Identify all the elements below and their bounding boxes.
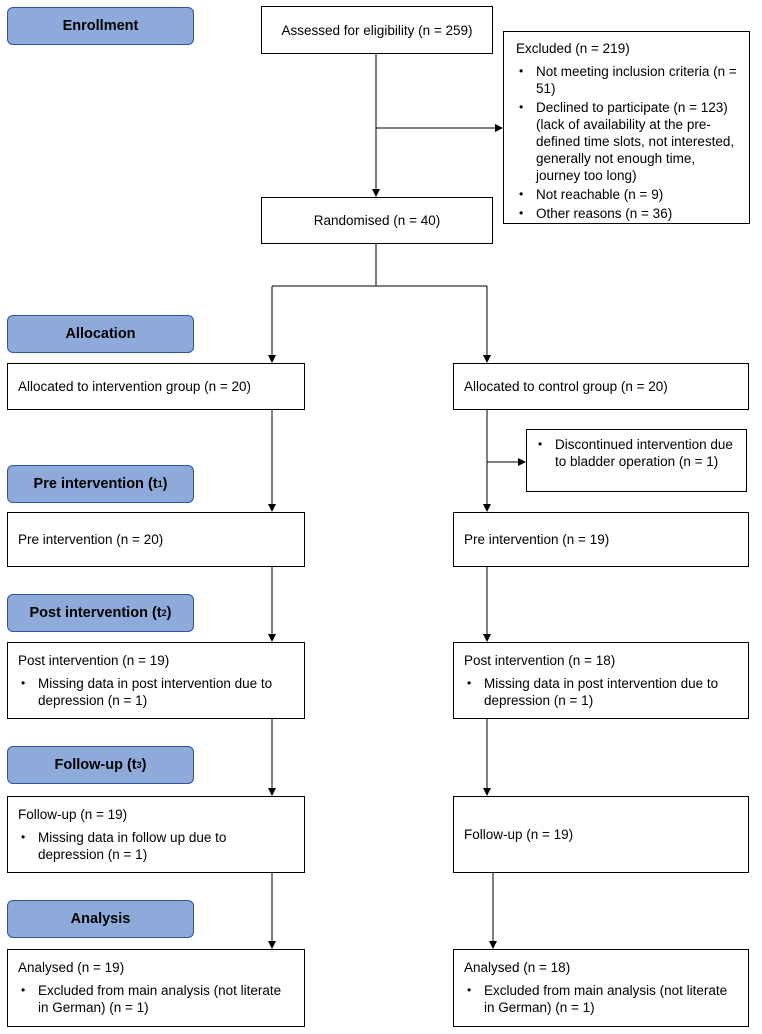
control-analysed-notes: Excluded from main analysis (not literat…	[464, 982, 738, 1016]
control-analysed-box: Analysed (n = 18) Excluded from main ana…	[453, 949, 749, 1027]
control-discontinued-item: Discontinued intervention due to bladder…	[535, 436, 738, 470]
excluded-item: Not reachable (n = 9)	[516, 186, 739, 203]
control-analysed-title: Analysed (n = 18)	[464, 960, 571, 975]
stage-pre-close: )	[162, 476, 168, 492]
intervention-pre-box: Pre intervention (n = 20)	[7, 512, 305, 567]
intervention-post-notes: Missing data in post intervention due to…	[18, 675, 294, 709]
intervention-post-box: Post intervention (n = 19) Missing data …	[7, 642, 305, 719]
control-analysed-note: Excluded from main analysis (not literat…	[464, 982, 738, 1016]
stage-pre-text: Pre intervention (t	[33, 476, 158, 492]
stage-post-sub: 2	[161, 608, 167, 618]
excluded-item: Not meeting inclusion criteria (n = 51)	[516, 63, 739, 97]
excluded-list: Not meeting inclusion criteria (n = 51) …	[516, 63, 739, 222]
excluded-item: Declined to participate (n = 123) (lack …	[516, 99, 739, 184]
control-pre-box: Pre intervention (n = 19)	[453, 512, 749, 567]
intervention-followup-notes: Missing data in follow up due to depress…	[18, 829, 294, 863]
stage-post-text: Post intervention (t	[29, 605, 162, 621]
control-post-title: Post intervention (n = 18)	[464, 653, 616, 668]
excluded-item: Other reasons (n = 36)	[516, 205, 739, 222]
control-followup-box: Follow-up (n = 19)	[453, 796, 749, 873]
stage-allocation: Allocation	[7, 315, 194, 353]
stage-follow-text: Follow-up (t	[54, 757, 137, 773]
control-post-box: Post intervention (n = 18) Missing data …	[453, 642, 749, 719]
excluded-box: Excluded (n = 219) Not meeting inclusion…	[503, 31, 750, 224]
intervention-followup-box: Follow-up (n = 19) Missing data in follo…	[7, 796, 305, 873]
stage-analysis: Analysis	[7, 900, 194, 938]
excluded-title: Excluded (n = 219)	[516, 41, 630, 56]
randomised-box: Randomised (n = 40)	[261, 197, 493, 244]
stage-follow-close: )	[141, 757, 147, 773]
intervention-post-title: Post intervention (n = 19)	[18, 653, 170, 668]
intervention-analysed-box: Analysed (n = 19) Excluded from main ana…	[7, 949, 305, 1027]
stage-pre-sub: 1	[157, 479, 163, 489]
control-allocated-box: Allocated to control group (n = 20)	[453, 363, 749, 410]
intervention-analysed-note: Excluded from main analysis (not literat…	[18, 982, 294, 1016]
control-discontinued-list: Discontinued intervention due to bladder…	[535, 436, 738, 470]
stage-enrollment: Enrollment	[7, 7, 194, 45]
intervention-allocated-box: Allocated to intervention group (n = 20)	[7, 363, 305, 410]
control-post-notes: Missing data in post intervention due to…	[464, 675, 738, 709]
control-discontinued-box: Discontinued intervention due to bladder…	[526, 429, 747, 492]
intervention-post-note: Missing data in post intervention due to…	[18, 675, 294, 709]
stage-follow-sub: 3	[136, 760, 142, 770]
intervention-analysed-notes: Excluded from main analysis (not literat…	[18, 982, 294, 1016]
stage-post-close: )	[166, 605, 172, 621]
intervention-followup-note: Missing data in follow up due to depress…	[18, 829, 294, 863]
assessed-box: Assessed for eligibility (n = 259)	[261, 6, 493, 54]
control-post-note: Missing data in post intervention due to…	[464, 675, 738, 709]
intervention-analysed-title: Analysed (n = 19)	[18, 960, 125, 975]
intervention-followup-title: Follow-up (n = 19)	[18, 807, 128, 822]
